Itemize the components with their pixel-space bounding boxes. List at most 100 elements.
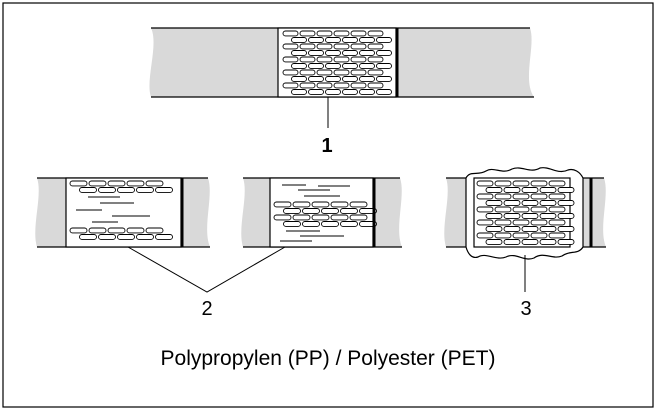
weld-cell bbox=[548, 206, 566, 213]
weld-cell bbox=[367, 69, 384, 76]
weld-cell bbox=[376, 89, 392, 95]
weld-cell bbox=[333, 43, 350, 50]
weld-cell bbox=[521, 187, 539, 193]
weld-cell bbox=[376, 76, 392, 82]
weld-cell bbox=[311, 201, 330, 208]
weld-cell bbox=[548, 219, 566, 226]
weld-cell bbox=[316, 43, 333, 50]
weld-cell bbox=[512, 232, 530, 239]
weld-cell bbox=[476, 219, 494, 226]
weld-cell bbox=[359, 50, 375, 56]
weld-cell bbox=[325, 37, 341, 43]
weld-cell bbox=[521, 226, 539, 232]
weld-cell bbox=[367, 30, 384, 37]
weld-cell bbox=[350, 56, 367, 63]
weld-cell bbox=[503, 213, 521, 219]
weld-cell bbox=[107, 180, 126, 187]
weld-cell bbox=[539, 213, 557, 219]
weld-cell bbox=[308, 76, 324, 82]
weld-cell bbox=[494, 180, 512, 187]
weld-cell bbox=[367, 56, 384, 63]
weld-cell bbox=[494, 219, 512, 226]
weld-cell bbox=[308, 89, 324, 95]
weld-cell bbox=[69, 227, 88, 234]
weld-cell bbox=[316, 69, 333, 76]
weld-cell bbox=[512, 206, 530, 213]
weld-cell bbox=[476, 206, 494, 213]
weld-cell bbox=[340, 208, 358, 214]
weld-cell bbox=[325, 63, 341, 69]
weld-cell bbox=[321, 221, 339, 227]
weld-cell bbox=[530, 180, 548, 187]
weld-cell bbox=[283, 208, 301, 214]
weld-cell bbox=[330, 201, 349, 208]
weld-cell bbox=[503, 239, 521, 245]
weld-cell bbox=[557, 187, 575, 193]
weld-cell bbox=[79, 187, 97, 193]
weld-cell bbox=[548, 180, 566, 187]
weld-cell bbox=[376, 50, 392, 56]
weld-cell bbox=[530, 232, 548, 239]
strap-2b-poor-seal bbox=[241, 177, 402, 248]
weld-cell bbox=[349, 214, 368, 221]
weld-cell bbox=[325, 50, 341, 56]
strap-1-good-seal: 1 bbox=[149, 27, 534, 157]
weld-cell bbox=[299, 30, 316, 37]
weld-cell bbox=[325, 89, 341, 95]
weld-cell bbox=[291, 89, 307, 95]
weld-cell bbox=[494, 232, 512, 239]
weld-cell bbox=[485, 187, 503, 193]
weld-cell bbox=[333, 82, 350, 89]
weld-cell bbox=[512, 219, 530, 226]
weld-cell bbox=[292, 201, 311, 208]
weld-cell bbox=[79, 234, 97, 240]
weld-cell bbox=[333, 30, 350, 37]
weld-cell bbox=[283, 221, 301, 227]
weld-cell bbox=[342, 50, 358, 56]
weld-cell bbox=[359, 89, 375, 95]
weld-cell bbox=[98, 234, 116, 240]
label-2: 2 bbox=[201, 298, 212, 320]
weld-cell bbox=[291, 76, 307, 82]
weld-cell bbox=[308, 63, 324, 69]
weld-cell bbox=[126, 227, 145, 234]
weld-cell bbox=[503, 187, 521, 193]
weld-cell bbox=[548, 232, 566, 239]
weld-cell bbox=[299, 56, 316, 63]
weld-cell bbox=[282, 69, 299, 76]
weld-cell bbox=[308, 50, 324, 56]
weld-cell bbox=[316, 30, 333, 37]
weld-cell bbox=[530, 219, 548, 226]
weld-cell bbox=[359, 221, 377, 227]
weld-cell bbox=[340, 221, 358, 227]
weld-cell bbox=[299, 69, 316, 76]
weld-cell bbox=[155, 234, 173, 240]
weld-cell bbox=[512, 180, 530, 187]
weld-cell bbox=[376, 63, 392, 69]
weld-cell bbox=[557, 200, 575, 206]
weld-cell bbox=[145, 180, 164, 187]
weld-cell bbox=[291, 37, 307, 43]
weld-cell bbox=[350, 69, 367, 76]
weld-cell bbox=[316, 56, 333, 63]
weld-cell bbox=[512, 193, 530, 200]
weld-cell bbox=[126, 180, 145, 187]
weld-cell bbox=[350, 30, 367, 37]
weld-cell bbox=[117, 234, 135, 240]
weld-cell bbox=[333, 56, 350, 63]
weld-cell bbox=[548, 193, 566, 200]
strap-2a-poor-seal bbox=[35, 177, 211, 248]
weld-cell bbox=[330, 214, 349, 221]
weld-cell bbox=[342, 76, 358, 82]
strap-1-weld-pattern bbox=[282, 30, 392, 95]
weld-cell bbox=[291, 63, 307, 69]
weld-cell bbox=[145, 227, 164, 234]
label-3: 3 bbox=[520, 298, 531, 320]
weld-cell bbox=[530, 206, 548, 213]
weld-cell bbox=[521, 200, 539, 206]
weld-cell bbox=[88, 180, 107, 187]
weld-cell bbox=[316, 82, 333, 89]
weld-cell bbox=[539, 226, 557, 232]
weld-cell bbox=[521, 213, 539, 219]
